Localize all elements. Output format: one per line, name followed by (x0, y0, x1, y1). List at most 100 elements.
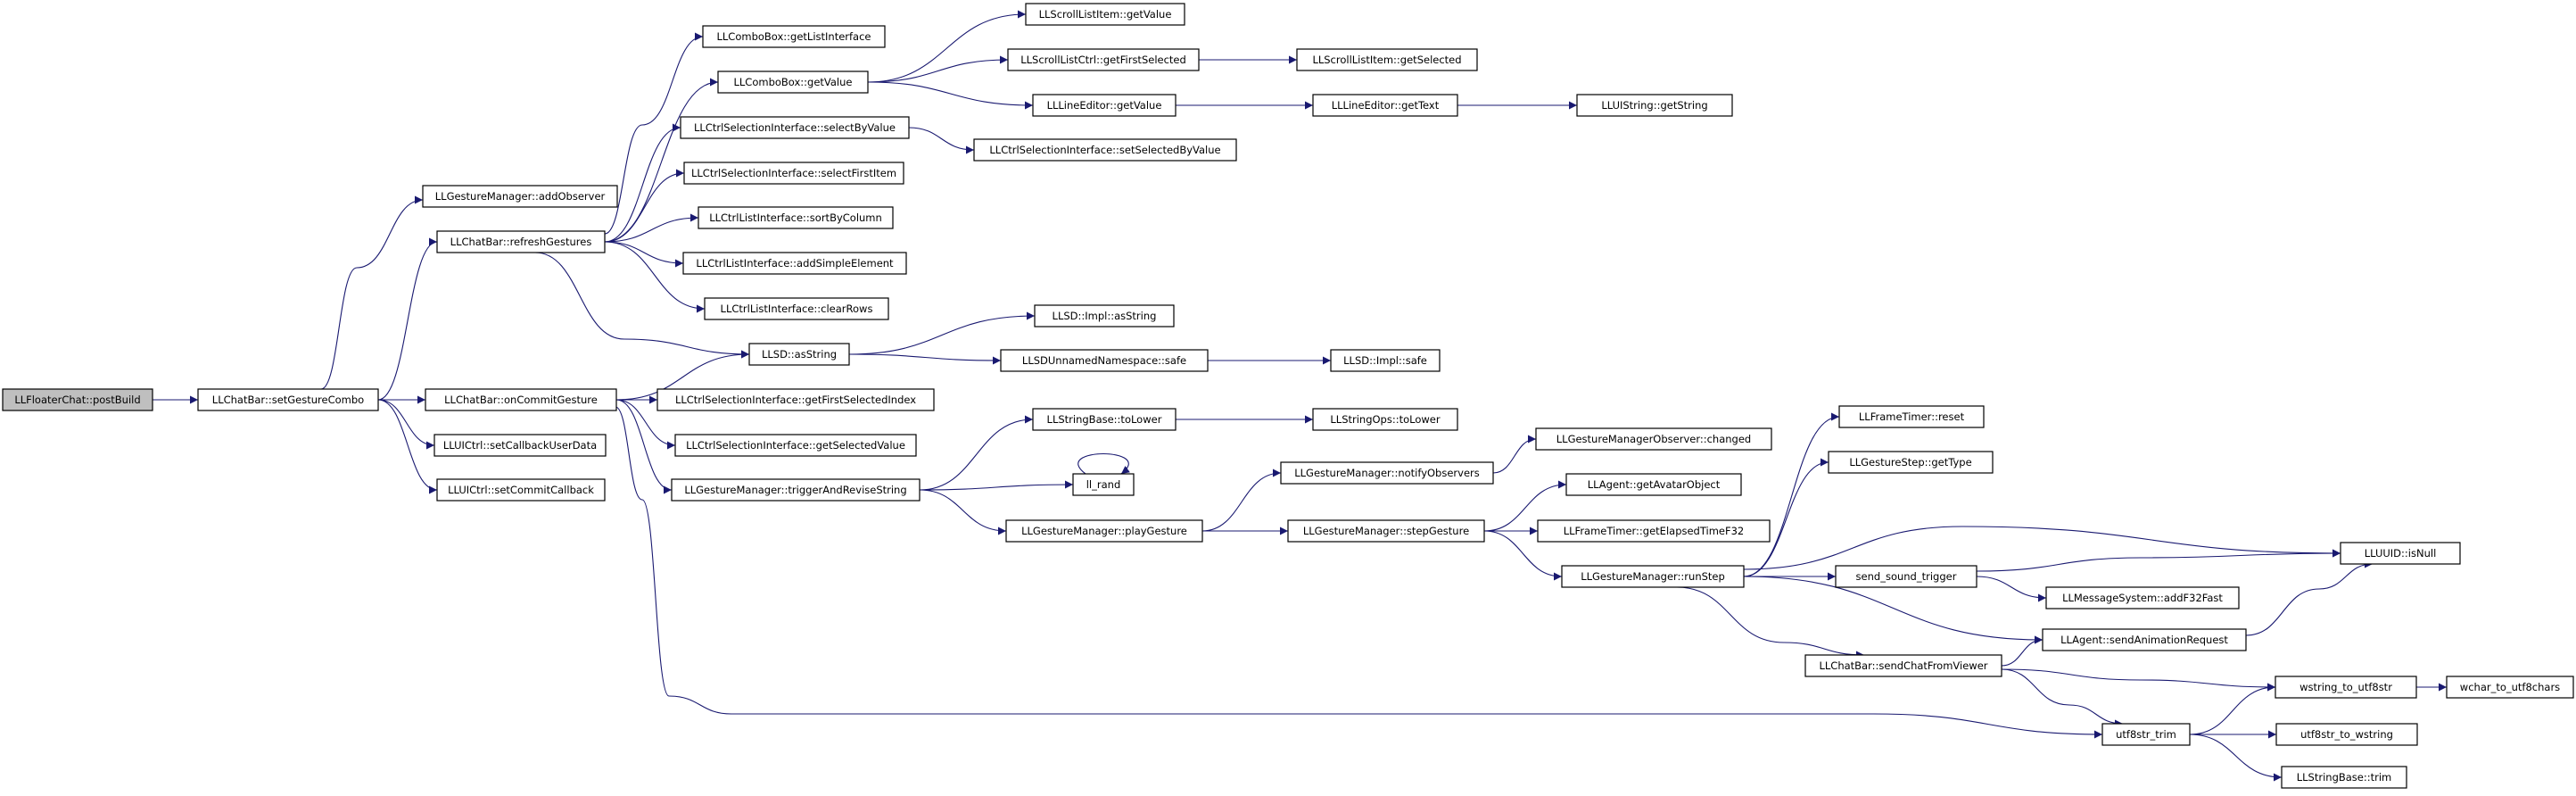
node-box (671, 478, 921, 502)
node-label: utf8str_to_wstring (2300, 728, 2393, 741)
node-box (2275, 723, 2418, 746)
node-box (704, 297, 889, 320)
graph-node[interactable]: LLCtrlSelectionInterface::selectFirstIte… (683, 162, 904, 185)
graph-edge (615, 399, 676, 450)
node-label: LLCtrlListInterface::sortByColumn (709, 211, 882, 224)
node-box (436, 230, 606, 253)
graph-node[interactable]: LLChatBar::onCommitGesture (425, 388, 617, 411)
graph-node[interactable]: wchar_to_utf8chars (2446, 676, 2574, 699)
node-box (1007, 48, 1200, 71)
graph-node[interactable]: LLScrollListItem::getSelected (1296, 48, 1478, 71)
graph-node[interactable]: LLCtrlSelectionInterface::getFirstSelect… (656, 388, 935, 411)
graph-node[interactable]: LLGestureManagerObserver::changed (1535, 427, 1772, 451)
node-label: LLAgent::getAvatarObject (1588, 478, 1721, 491)
node-label: LLGestureManager::notifyObservers (1294, 467, 1480, 479)
node-box (683, 162, 904, 185)
graph-node[interactable]: LLStringBase::toLower (1032, 408, 1177, 431)
graph-node[interactable]: LLChatBar::setGestureCombo (197, 388, 379, 411)
graph-node[interactable]: LLCtrlSelectionInterface::getSelectedVal… (674, 434, 917, 457)
node-box (1312, 94, 1458, 117)
graph-edge (1492, 435, 1537, 474)
node-box (1072, 473, 1135, 496)
node-label: LLScrollListItem::getValue (1039, 8, 1172, 21)
graph-node[interactable]: send_sound_trigger (1835, 565, 1977, 588)
graph-node[interactable]: LLFrameTimer::getElapsedTimeF32 (1537, 519, 1771, 543)
node-label: LLMessageSystem::addF32Fast (2062, 592, 2223, 604)
graph-edge (604, 32, 704, 242)
graph-node[interactable]: LLGestureManager::addObserver (422, 185, 618, 208)
node-label: LLGestureManager::triggerAndReviseString (684, 484, 906, 496)
node-label: LLSD::asString (762, 348, 837, 361)
node-label: LLChatBar::onCommitGesture (444, 394, 598, 406)
graph-node[interactable]: LLCtrlListInterface::sortByColumn (698, 206, 894, 229)
graph-node[interactable]: LLChatBar::refreshGestures (436, 230, 606, 253)
graph-node[interactable]: LLGestureManager::stepGesture (1287, 519, 1485, 543)
graph-node[interactable]: LLGestureManager::triggerAndReviseString (671, 478, 921, 502)
graph-node[interactable]: LLCtrlListInterface::addSimpleElement (682, 252, 907, 275)
graph-node[interactable]: LLGestureManager::notifyObservers (1280, 461, 1494, 485)
node-box (698, 206, 894, 229)
graph-edge (2189, 734, 2283, 782)
graph-node[interactable]: LLSDUnnamedNamespace::safe (1000, 349, 1209, 372)
graph-edge (1201, 468, 1282, 532)
node-box (2340, 542, 2461, 565)
graph-node[interactable]: LLGestureManager::runStep (1561, 565, 1745, 588)
graph-edge (615, 350, 750, 401)
graph-node[interactable]: LLAgent::sendAnimationRequest (2042, 628, 2247, 651)
graph-node[interactable]: LLStringBase::trim (2281, 766, 2407, 789)
node-label: LLGestureManager::runStep (1581, 570, 1725, 583)
node-box (1287, 519, 1485, 543)
graph-edge (867, 81, 1034, 110)
graph-node[interactable]: LLCtrlSelectionInterface::selectByValue (680, 116, 910, 139)
graph-edge (867, 55, 1009, 83)
node-label: LLCtrlSelectionInterface::getSelectedVal… (686, 439, 905, 452)
node-box (748, 343, 850, 366)
graph-node[interactable]: LLCtrlSelectionInterface::setSelectedByV… (973, 138, 1237, 162)
graph-node[interactable]: LLScrollListCtrl::getFirstSelected (1007, 48, 1200, 71)
graph-node[interactable]: LLSD::asString (748, 343, 850, 366)
node-label: LLStringBase::toLower (1047, 413, 1162, 426)
graph-node[interactable]: utf8str_to_wstring (2275, 723, 2418, 746)
graph-node[interactable]: LLUIString::getString (1576, 94, 1733, 117)
graph-node[interactable]: LLFrameTimer::reset (1838, 405, 1985, 428)
graph-node[interactable]: LLLineEditor::getText (1312, 94, 1458, 117)
graph-node[interactable]: LLGestureManager::playGesture (1005, 519, 1203, 543)
node-label: LLCtrlSelectionInterface::selectByValue (694, 121, 896, 134)
graph-node[interactable]: LLGestureStep::getType (1828, 451, 1994, 474)
graph-node[interactable]: LLAgent::getAvatarObject (1565, 473, 1742, 496)
graph-node[interactable]: LLFloaterChat::postBuild (2, 388, 153, 411)
node-box (682, 252, 907, 275)
graph-node[interactable]: LLStringOps::toLower (1312, 408, 1458, 431)
graph-node[interactable]: LLComboBox::getListInterface (702, 25, 886, 48)
node-box (973, 138, 1237, 162)
graph-node[interactable]: LLComboBox::getValue (717, 70, 869, 94)
node-label: LLComboBox::getListInterface (716, 30, 871, 43)
node-label: LLUICtrl::setCallbackUserData (443, 439, 597, 452)
node-label: LLGestureManager::stepGesture (1303, 525, 1469, 537)
node-box (1804, 654, 2002, 677)
node-box (1838, 405, 1985, 428)
graph-node[interactable]: LLScrollListItem::getValue (1025, 3, 1185, 26)
graph-node[interactable]: LLUICtrl::setCommitCallback (436, 478, 606, 502)
graph-node[interactable]: LLSD::Impl::asString (1034, 304, 1175, 328)
graph-node[interactable]: utf8str_trim (2101, 723, 2191, 746)
graph-node[interactable]: ll_rand (1072, 473, 1135, 496)
graph-edge (1743, 458, 1829, 577)
node-label: ll_rand (1086, 478, 1121, 491)
graph-node[interactable]: LLSD::Impl::safe (1330, 349, 1441, 372)
graph-edge (320, 195, 424, 401)
node-label: wstring_to_utf8str (2299, 681, 2392, 693)
node-box (1835, 565, 1977, 588)
graph-node[interactable]: LLUUID::isNull (2340, 542, 2461, 565)
node-box (1312, 408, 1458, 431)
graph-node[interactable]: LLUICtrl::setCallbackUserData (433, 434, 607, 457)
graph-node[interactable]: LLChatBar::sendChatFromViewer (1804, 654, 2002, 677)
node-box (1828, 451, 1994, 474)
graph-edge (615, 399, 673, 494)
graph-node[interactable]: wstring_to_utf8str (2275, 676, 2417, 699)
node-label: LLUICtrl::setCommitCallback (448, 484, 594, 496)
graph-node[interactable]: LLMessageSystem::addF32Fast (2045, 586, 2240, 609)
graph-edge (377, 237, 438, 401)
graph-node[interactable]: LLCtrlListInterface::clearRows (704, 297, 889, 320)
graph-node[interactable]: LLLineEditor::getValue (1032, 94, 1177, 117)
